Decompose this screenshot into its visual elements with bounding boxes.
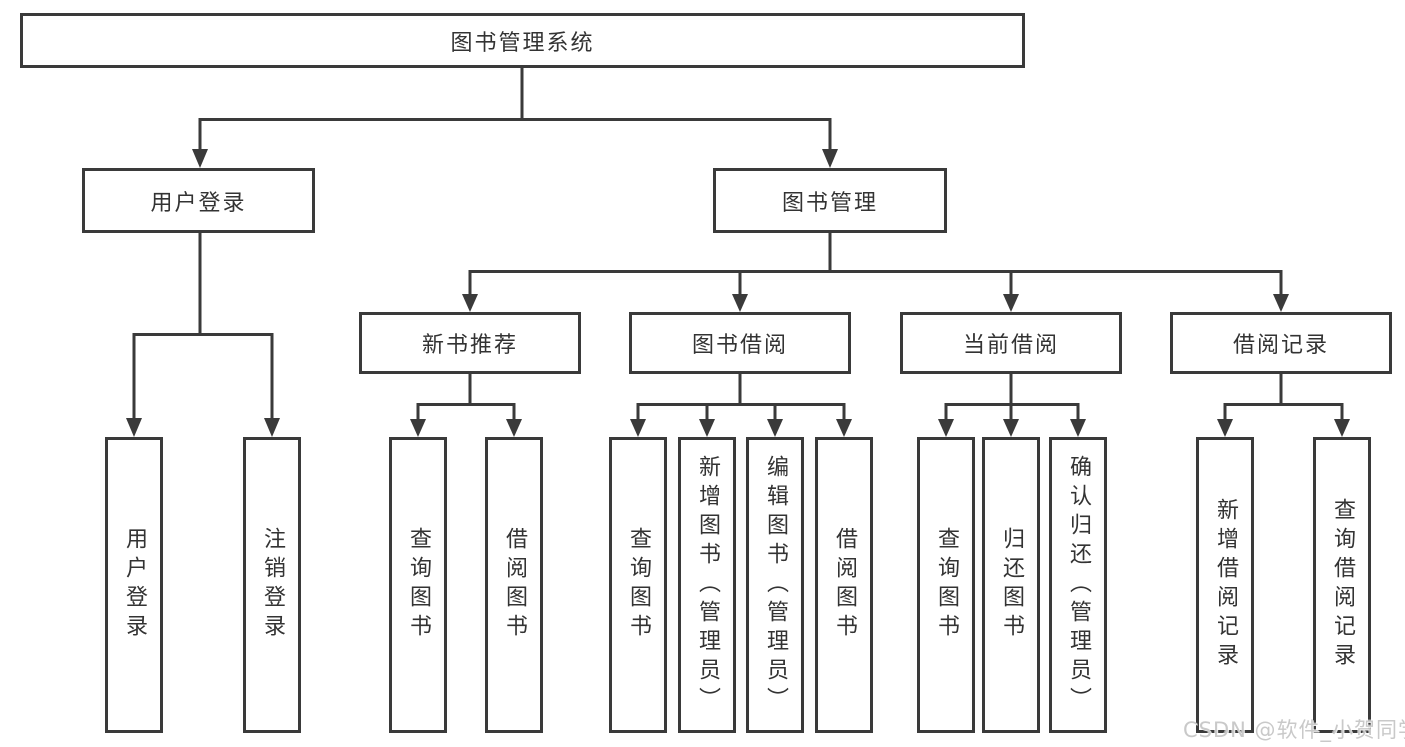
leaf-query-books-recommend: 查询图书 xyxy=(389,437,447,733)
leaf-label: 查询借阅记录 xyxy=(1330,498,1355,672)
leaf-label: 借阅图书 xyxy=(832,527,857,643)
node-new-book-recommendation: 新书推荐 xyxy=(359,312,581,374)
node-label: 借阅记录 xyxy=(1232,333,1329,358)
node-label: 当前借阅 xyxy=(962,333,1059,358)
leaf-label: 确认归还（管理员） xyxy=(1066,454,1091,716)
leaf-query-borrow-record: 查询借阅记录 xyxy=(1313,437,1371,733)
leaf-add-books-admin: 新增图书（管理员） xyxy=(678,437,736,733)
leaf-borrow-books: 借阅图书 xyxy=(815,437,873,733)
node-label: 图书借阅 xyxy=(691,333,788,358)
node-root-library-system: 图书管理系统 xyxy=(20,13,1025,68)
node-label: 图书管理 xyxy=(781,190,878,216)
leaf-logout: 注销登录 xyxy=(243,437,301,733)
leaf-label: 新增借阅记录 xyxy=(1213,498,1238,672)
leaf-user-login: 用户登录 xyxy=(105,437,163,733)
leaf-label: 借阅图书 xyxy=(502,527,527,643)
node-user-login-group: 用户登录 xyxy=(82,168,315,233)
leaf-query-books-current: 查询图书 xyxy=(917,437,975,733)
leaf-label: 查询图书 xyxy=(934,527,959,643)
node-label: 用户登录 xyxy=(150,190,247,216)
watermark: CSDN @软件_小贺同学 xyxy=(1183,718,1405,742)
node-borrowing-records: 借阅记录 xyxy=(1170,312,1392,374)
node-root-label: 图书管理系统 xyxy=(450,30,595,56)
leaf-return-books: 归还图书 xyxy=(982,437,1040,733)
leaf-confirm-return-admin: 确认归还（管理员） xyxy=(1049,437,1107,733)
leaf-label: 查询图书 xyxy=(406,527,431,643)
leaf-label: 新增图书（管理员） xyxy=(695,454,720,716)
leaf-query-books-borrowing: 查询图书 xyxy=(609,437,667,733)
leaf-edit-books-admin: 编辑图书（管理员） xyxy=(746,437,804,733)
leaf-add-borrow-record: 新增借阅记录 xyxy=(1196,437,1254,733)
arrowheads xyxy=(126,149,1350,437)
leaf-label: 查询图书 xyxy=(626,527,651,643)
leaf-label: 用户登录 xyxy=(122,527,147,643)
leaf-borrow-books-recommend: 借阅图书 xyxy=(485,437,543,733)
node-label: 新书推荐 xyxy=(421,333,518,358)
leaf-label: 注销登录 xyxy=(260,527,285,643)
node-current-borrowing: 当前借阅 xyxy=(900,312,1122,374)
leaf-label: 归还图书 xyxy=(999,527,1024,643)
leaf-label: 编辑图书（管理员） xyxy=(763,454,788,716)
node-book-borrowing: 图书借阅 xyxy=(629,312,851,374)
node-book-management: 图书管理 xyxy=(713,168,947,233)
